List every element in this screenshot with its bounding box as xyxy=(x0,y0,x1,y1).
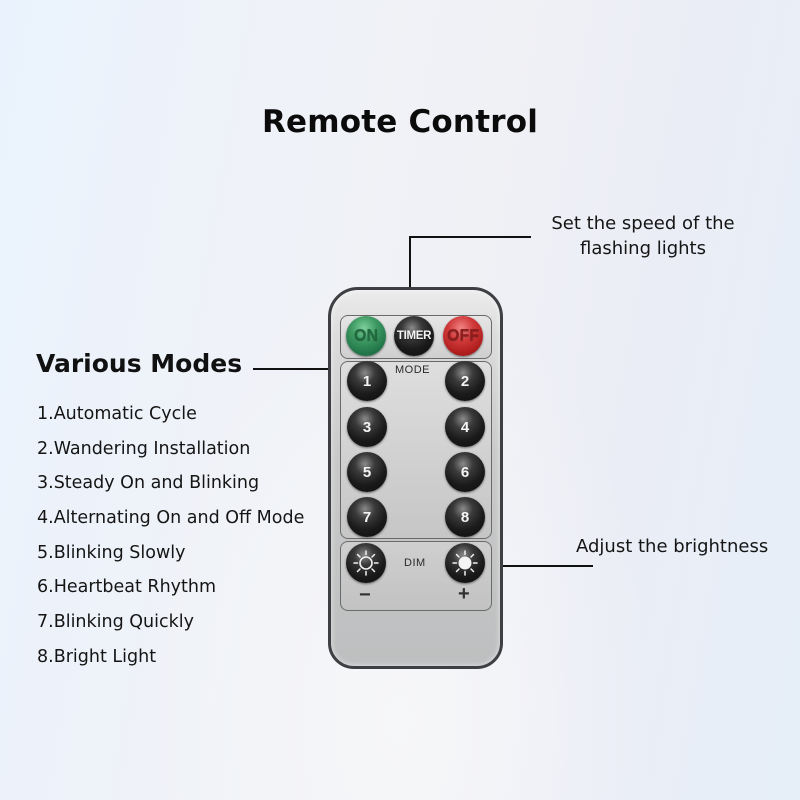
mode-button-5[interactable]: 5 xyxy=(347,452,387,492)
mode-button-label: 1 xyxy=(362,372,372,390)
page-title: Remote Control xyxy=(261,104,539,140)
timer-button-label: TIMER xyxy=(396,330,432,342)
mode-button-label: 7 xyxy=(362,508,372,526)
dim-down-button[interactable] xyxy=(346,543,386,583)
mode-button-3[interactable]: 3 xyxy=(347,407,387,447)
mode-button-7[interactable]: 7 xyxy=(347,497,387,537)
on-button[interactable]: ON xyxy=(346,316,386,356)
mode-button-2[interactable]: 2 xyxy=(445,361,485,401)
mode-item: 7.Blinking Quickly xyxy=(37,612,194,633)
mode-item: 2.Wandering Installation xyxy=(37,438,251,459)
sun-outline-icon xyxy=(353,550,379,576)
mode-button-label: 8 xyxy=(460,508,470,526)
dim-minus-sign: − xyxy=(359,584,371,606)
mode-button-label: 5 xyxy=(362,463,372,481)
on-button-label: ON xyxy=(354,327,378,344)
mode-label: MODE xyxy=(395,364,430,376)
mode-button-label: 4 xyxy=(460,418,470,436)
mode-button-6[interactable]: 6 xyxy=(445,452,485,492)
mode-item: 3.Steady On and Blinking xyxy=(37,473,260,494)
mode-button-label: 6 xyxy=(460,463,470,481)
modes-heading: Various Modes xyxy=(36,349,243,378)
mode-item: 5.Blinking Slowly xyxy=(37,542,186,563)
brightness-callout: Adjust the brightness xyxy=(576,536,769,557)
mode-button-label: 3 xyxy=(362,418,372,436)
timer-leader-vertical xyxy=(409,236,411,318)
brightness-leader-line xyxy=(491,565,593,567)
timer-button[interactable]: TIMER xyxy=(394,316,434,356)
sun-filled-icon xyxy=(452,550,478,576)
dim-up-button[interactable] xyxy=(445,543,485,583)
mode-item: 6.Heartbeat Rhythm xyxy=(37,577,217,598)
off-button-label: OFF xyxy=(447,327,479,344)
dim-plus-sign: + xyxy=(458,583,470,605)
mode-button-1[interactable]: 1 xyxy=(347,361,387,401)
off-button[interactable]: OFF xyxy=(443,316,483,356)
timer-callout: Set the speed of the flashing lights xyxy=(551,213,735,259)
modes-leader-line xyxy=(253,368,341,370)
mode-item: 1.Automatic Cycle xyxy=(37,404,197,424)
mode-button-4[interactable]: 4 xyxy=(445,407,485,447)
mode-item: 4.Alternating On and Off Mode xyxy=(37,508,305,529)
dim-label: DIM xyxy=(404,557,426,569)
mode-button-label: 2 xyxy=(460,372,470,390)
timer-leader-horizontal xyxy=(409,236,531,238)
modes-list: 1.Automatic Cycle 2.Wandering Installati… xyxy=(37,404,304,682)
mode-item: 8.Bright Light xyxy=(37,646,157,667)
mode-button-8[interactable]: 8 xyxy=(445,497,485,537)
